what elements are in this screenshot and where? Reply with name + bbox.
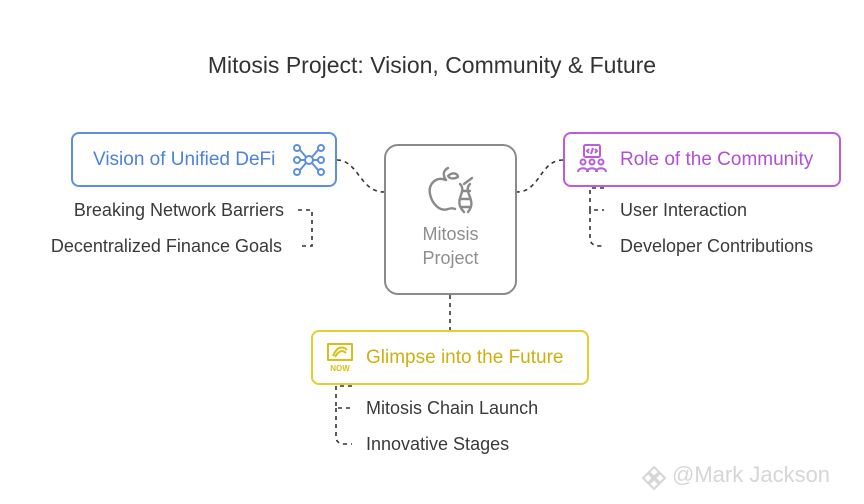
community-node: Role of the Community xyxy=(563,132,841,187)
vision-item-2: Decentralized Finance Goals xyxy=(50,236,282,256)
center-label-line2: Project xyxy=(422,248,479,268)
future-item-2: Innovative Stages xyxy=(366,434,510,454)
developer-group-icon xyxy=(577,144,607,173)
center-node xyxy=(384,144,517,295)
connector-community-items xyxy=(589,187,604,247)
now-badge-icon: NOW xyxy=(325,340,355,374)
community-item-2: Developer Contributions xyxy=(620,236,814,256)
vision-item-1: Breaking Network Barriers xyxy=(73,200,284,220)
connector-vision xyxy=(336,159,385,193)
connector-vision-items xyxy=(298,209,313,247)
diagram-title: Mitosis Project: Vision, Community & Fut… xyxy=(207,52,657,78)
binance-logo-icon xyxy=(641,465,667,491)
community-item-1: User Interaction xyxy=(620,200,748,220)
apple-dna-icon xyxy=(428,166,474,214)
network-nodes-icon xyxy=(293,144,325,176)
community-label: Role of the Community xyxy=(620,148,814,170)
future-label: Glimpse into the Future xyxy=(366,346,564,368)
watermark-text: @Mark Jackson xyxy=(672,462,831,487)
now-badge-text: NOW xyxy=(330,364,350,373)
future-node: Glimpse into the Future xyxy=(311,330,589,385)
connector-future-items xyxy=(335,385,352,445)
future-item-1: Mitosis Chain Launch xyxy=(366,398,539,418)
connector-community xyxy=(516,159,564,193)
vision-label: Vision of Unified DeFi xyxy=(93,148,276,170)
vision-node: Vision of Unified DeFi xyxy=(71,132,337,187)
center-label-line1: Mitosis xyxy=(422,224,479,244)
